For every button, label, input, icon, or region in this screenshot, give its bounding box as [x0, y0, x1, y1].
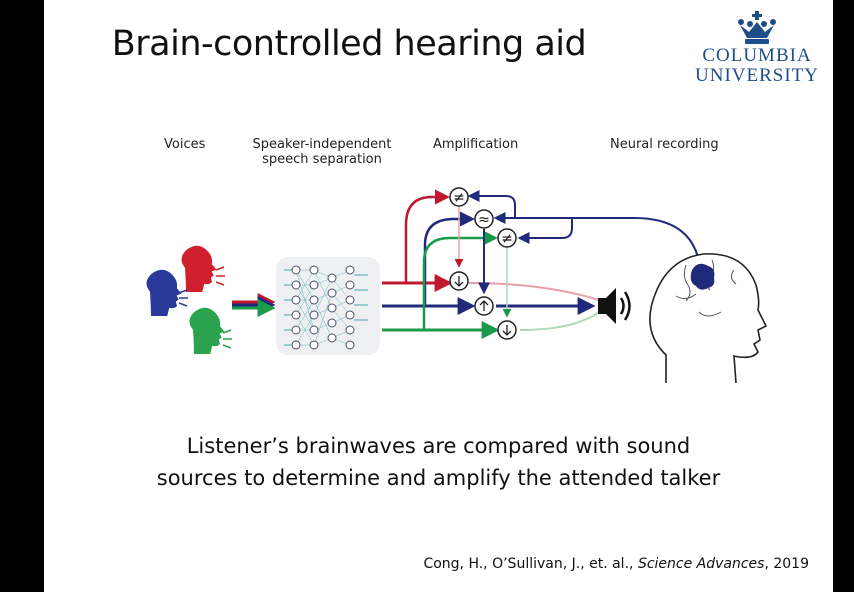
caption: Listener’s brainwaves are compared with … — [44, 430, 833, 494]
slide: Brain-controlled hearing aid COLUMBIA UN… — [44, 0, 833, 592]
input-arrows — [232, 293, 276, 317]
up-arrow-icon — [479, 300, 489, 311]
logo-line-1: COLUMBIA — [702, 45, 812, 66]
gain-nodes — [449, 271, 517, 340]
comparators: ≠ ≈ ≠ — [449, 187, 517, 248]
down-arrow-icon — [502, 325, 512, 336]
logo-line-2: UNIVERSITY — [695, 65, 819, 86]
citation-year: , 2019 — [764, 556, 809, 572]
voice-head-blue-icon — [144, 267, 185, 318]
column-label-separation: Speaker-independent speech separation — [252, 137, 392, 167]
comparator-red — [449, 187, 469, 207]
comparator-green-symbol: ≠ — [501, 231, 513, 247]
separation-label-line-2: speech separation — [262, 152, 382, 167]
caption-line-2: sources to determine and amplify the att… — [156, 466, 721, 490]
column-label-voices: Voices — [164, 137, 206, 152]
slide-title: Brain-controlled hearing aid — [111, 24, 587, 64]
comparator-blue-symbol: ≈ — [478, 212, 490, 228]
speaker-icon — [598, 288, 631, 324]
columbia-logo: COLUMBIA UNIVERSITY — [692, 10, 822, 86]
crown-icon — [738, 11, 776, 44]
stream-lines — [382, 189, 701, 339]
citation-authors: Cong, H., O’Sullivan, J., et. al., — [423, 556, 638, 572]
comparator-green — [497, 228, 517, 248]
comparator-blue — [474, 209, 494, 229]
comparator-red-symbol: ≠ — [453, 190, 465, 206]
neural-network-icon — [276, 257, 380, 355]
citation-journal: Science Advances — [637, 556, 765, 572]
diagram: ≠ ≈ ≠ — [144, 187, 768, 384]
column-label-amplification: Amplification — [433, 137, 519, 152]
down-arrow-icon — [454, 276, 464, 287]
brain-icon — [690, 263, 715, 290]
listener-head-icon — [649, 253, 768, 384]
caption-line-1: Listener’s brainwaves are compared with … — [186, 434, 691, 458]
separation-label-line-1: Speaker-independent — [252, 137, 392, 152]
citation: Cong, H., O’Sullivan, J., et. al., Scien… — [423, 556, 809, 572]
voice-head-red-icon — [179, 243, 220, 294]
column-label-neural: Neural recording — [610, 137, 719, 152]
voice-head-green-icon — [187, 305, 228, 356]
